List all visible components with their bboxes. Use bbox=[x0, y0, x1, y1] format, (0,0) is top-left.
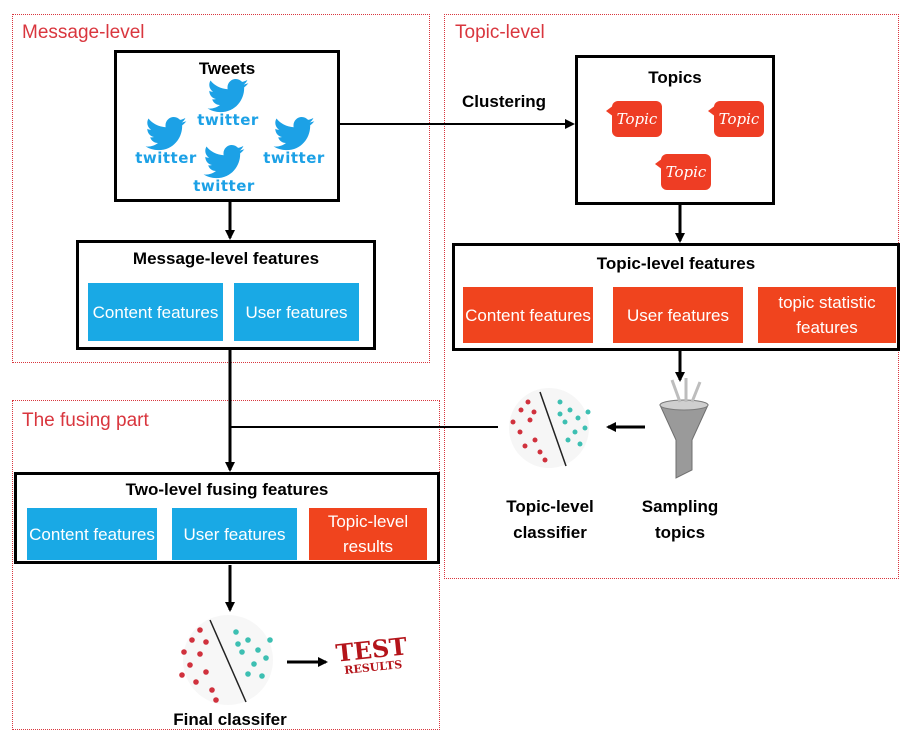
fusing-features-box: Two-level fusing features Content featur… bbox=[14, 472, 440, 564]
fusing-topic-results-chip: Topic-level results bbox=[309, 508, 427, 560]
topic-content-features-chip: Content features bbox=[463, 287, 593, 343]
topic-features-title: Topic-level features bbox=[596, 254, 756, 273]
fusing-part-region bbox=[12, 400, 440, 730]
message-content-features-chip: Content features bbox=[88, 283, 223, 341]
topic-statistic-features-chip: topic statistic features bbox=[758, 287, 896, 343]
clustering-label: Clustering bbox=[462, 92, 547, 111]
final-classifier-label: Final classifer bbox=[173, 710, 287, 729]
topics-box: Topics Topic Topic Topic bbox=[575, 55, 775, 205]
twitter-icon: twitter bbox=[131, 117, 201, 175]
funnel-icon bbox=[659, 378, 709, 479]
topic-user-features-chip: User features bbox=[613, 287, 743, 343]
message-level-label: Message-level bbox=[22, 22, 145, 43]
topic-classifier-label: Topic-level classifier bbox=[506, 497, 594, 542]
tweets-title: Tweets bbox=[198, 59, 256, 78]
fusing-content-features-chip: Content features bbox=[27, 508, 157, 560]
message-features-title: Message-level features bbox=[132, 249, 320, 268]
twitter-icon: twitter bbox=[189, 145, 259, 203]
fusing-features-title: Two-level fusing features bbox=[125, 480, 329, 499]
twitter-icon: twitter bbox=[259, 117, 329, 175]
sampling-topics-label: Sampling topics bbox=[641, 497, 719, 542]
twitter-icon: twitter bbox=[193, 79, 263, 137]
topic-badge-icon: Topic bbox=[708, 101, 764, 137]
message-level-region bbox=[12, 14, 430, 363]
test-results-stamp-icon: TEST RESULTS bbox=[334, 631, 409, 677]
topic-badge-icon: Topic bbox=[655, 154, 711, 190]
fusing-user-features-chip: User features bbox=[172, 508, 297, 560]
topics-title: Topics bbox=[648, 68, 702, 87]
fusing-part-label: The fusing part bbox=[22, 410, 149, 431]
message-features-box: Message-level features Content features … bbox=[76, 240, 376, 350]
topic-features-box: Topic-level features Content features Us… bbox=[452, 243, 900, 351]
topic-level-label: Topic-level bbox=[455, 22, 545, 43]
final-classifier-icon bbox=[179, 615, 273, 705]
topic-classifier-icon bbox=[509, 388, 591, 468]
tweets-box: Tweets twitter twitter twitter twitter bbox=[114, 50, 340, 202]
topic-badge-icon: Topic bbox=[606, 101, 662, 137]
message-user-features-chip: User features bbox=[234, 283, 359, 341]
